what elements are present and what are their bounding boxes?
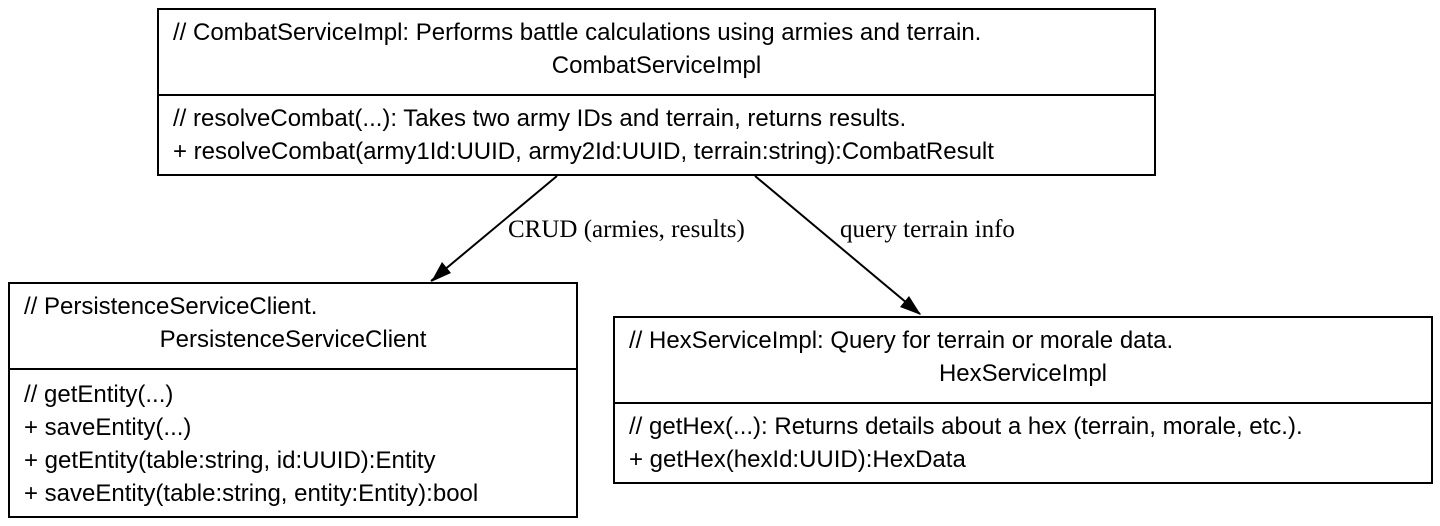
class-header: // HexServiceImpl: Query for terrain or … [615,318,1431,402]
class-comment: // HexServiceImpl: Query for terrain or … [629,327,1174,354]
class-member: + getEntity(table:string, id:UUID):Entit… [24,447,436,474]
edge-line [430,175,558,282]
edge-combat-to-persistence: CRUD (armies, results) [430,175,745,282]
edge-label-crud: CRUD (armies, results) [508,216,745,243]
class-name: HexServiceImpl [938,360,1108,387]
arrowhead-icon [900,296,921,315]
arrowhead-icon [431,262,451,282]
class-member: + saveEntity(table:string, entity:Entity… [24,480,479,507]
class-node-persistence-service-client: // PersistenceServiceClient. Persistence… [8,282,578,518]
class-member: // getHex(...): Returns details about a … [629,413,1303,440]
class-comment: // CombatServiceImpl: Performs battle ca… [173,19,982,46]
class-member: // resolveCombat(...): Takes two army ID… [173,105,907,132]
edge-line [754,175,921,315]
class-member: + saveEntity(...) [24,414,192,441]
class-member: + getHex(hexId:UUID):HexData [629,446,966,473]
class-header: // CombatServiceImpl: Performs battle ca… [159,10,1154,94]
class-comment: // PersistenceServiceClient. [24,293,318,320]
class-node-combat-service-impl: // CombatServiceImpl: Performs battle ca… [157,8,1156,176]
edge-label-query-terrain: query terrain info [840,216,1015,243]
class-name: CombatServiceImpl [551,52,762,79]
class-member: // getEntity(...) [24,381,174,408]
class-members: // getEntity(...) + saveEntity(...) + ge… [10,368,576,516]
edge-combat-to-hex: query terrain info [754,175,1015,315]
class-member: + resolveCombat(army1Id:UUID, army2Id:UU… [173,138,994,165]
class-node-hex-service-impl: // HexServiceImpl: Query for terrain or … [613,316,1433,484]
class-name: PersistenceServiceClient [159,326,427,353]
class-header: // PersistenceServiceClient. Persistence… [10,284,576,368]
class-members: // resolveCombat(...): Takes two army ID… [159,94,1154,174]
class-members: // getHex(...): Returns details about a … [615,402,1431,482]
